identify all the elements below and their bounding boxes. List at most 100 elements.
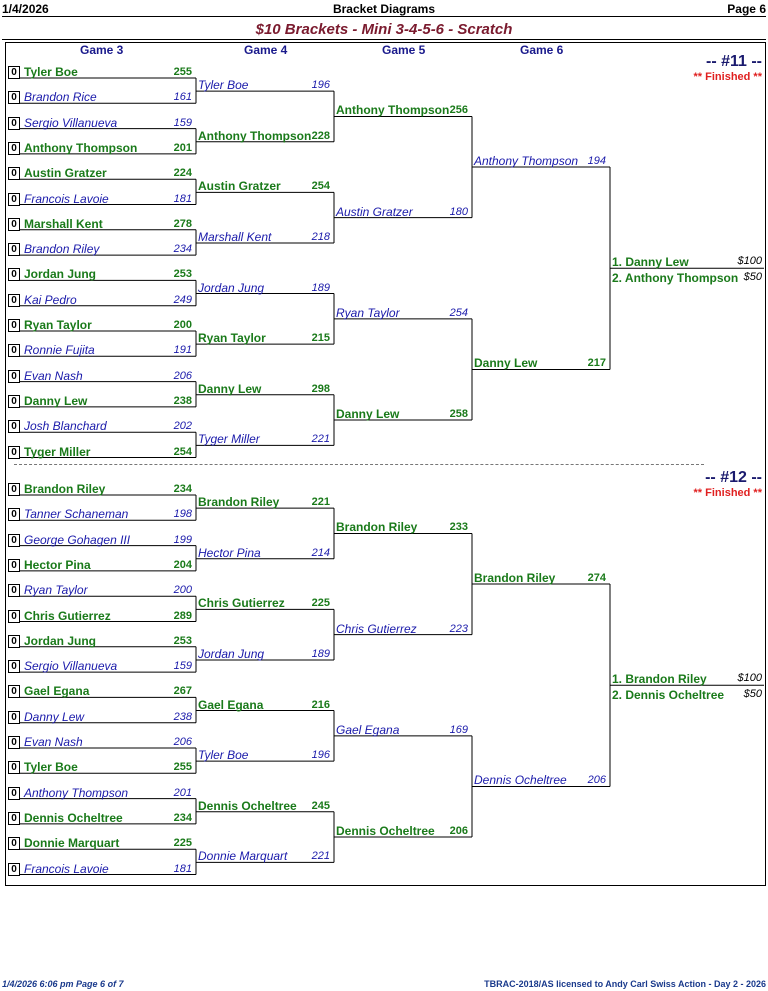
player-score: 206 (449, 825, 468, 838)
player-name: Donnie Marquart (198, 849, 288, 864)
player-score: 256 (449, 104, 468, 117)
seed-box: 0 (8, 736, 20, 749)
player-score: 249 (173, 293, 192, 306)
seed-box: 0 (8, 91, 20, 105)
player-score: 234 (173, 483, 192, 495)
prize-second-amount: $50 (743, 688, 762, 701)
player-name: Danny Lew (24, 393, 88, 408)
player-score: 274 (587, 572, 606, 585)
player-score: 254 (173, 445, 192, 458)
player-name: Brandon Riley (24, 482, 106, 496)
bracket-number: -- #12 -- (705, 469, 762, 486)
player-score: 159 (173, 116, 192, 129)
player-name: Chris Gutierrez (198, 596, 285, 611)
player-score: 216 (311, 698, 330, 711)
player-name: Danny Lew (198, 381, 262, 396)
player-score: 202 (173, 420, 192, 433)
seed-box: 0 (8, 508, 20, 522)
prize-second: 2. Dennis Ocheltree (612, 688, 725, 703)
player-score: 189 (311, 647, 330, 660)
player-score: 238 (173, 710, 192, 723)
player-score: 161 (173, 91, 192, 104)
player-name: Danny Lew (24, 709, 85, 724)
player-score: 289 (173, 609, 192, 622)
seed-box: 0 (8, 660, 20, 674)
player-name: Anthony Thompson (24, 140, 138, 155)
player-score: 254 (449, 306, 468, 319)
player-score: 189 (311, 281, 330, 294)
seed-box: 0 (8, 634, 20, 648)
prize-second-amount: $50 (743, 271, 762, 284)
player-name: Kai Pedro (24, 292, 77, 307)
prize-second: 2. Anthony Thompson (612, 271, 739, 286)
player-score: 254 (311, 180, 330, 193)
seed-box: 0 (8, 369, 20, 383)
player-score: 169 (449, 723, 468, 736)
player-score: 267 (173, 685, 192, 698)
seed-box: 0 (8, 243, 20, 257)
player-name: Brandon Rice (24, 90, 97, 105)
seed-box: 0 (8, 445, 20, 459)
player-name: Hector Pina (24, 557, 91, 572)
player-score: 201 (173, 786, 192, 799)
seed-box: 0 (8, 558, 20, 572)
column-header-game-5: Game 5 (382, 43, 426, 57)
player-score: 198 (173, 508, 192, 521)
header-title: Bracket Diagrams (332, 2, 436, 16)
seed-box: 0 (8, 268, 20, 282)
player-name: Brandon Riley (336, 520, 418, 535)
player-name: Austin Gratzer (24, 166, 107, 181)
seed-box: 0 (8, 483, 20, 496)
seed-box: 0 (8, 862, 20, 876)
seed-box: 0 (8, 141, 20, 155)
player-score: 181 (173, 862, 192, 875)
player-score: 194 (587, 155, 606, 168)
seed-box: 0 (8, 192, 20, 206)
seed-box: 0 (8, 761, 20, 775)
player-name: Ronnie Fujita (24, 343, 95, 358)
player-score: 238 (173, 394, 192, 407)
player-name: Gael Egana (198, 697, 264, 712)
player-score: 191 (173, 344, 192, 357)
player-score: 201 (173, 141, 192, 154)
prize-first: 1. Brandon Riley (612, 672, 707, 687)
player-score: 221 (311, 496, 330, 509)
header-rule (2, 16, 766, 17)
player-score: 204 (173, 558, 192, 571)
seed-box: 0 (8, 584, 20, 598)
title-rule (2, 39, 766, 40)
player-name: Marshall Kent (198, 229, 272, 244)
player-score: 258 (449, 408, 468, 421)
player-score: 245 (311, 799, 330, 812)
player-name: Tanner Schaneman (24, 507, 129, 522)
player-name: Sergio Villanueva (24, 659, 118, 674)
player-score: 215 (311, 332, 330, 345)
header-date: 1/4/2026 (2, 2, 49, 16)
player-name: Chris Gutierrez (24, 608, 111, 623)
player-name: Donnie Marquart (24, 836, 120, 851)
seed-box: 0 (8, 319, 20, 332)
seed-box: 0 (8, 609, 20, 623)
bracket-separator (14, 464, 704, 465)
player-name: Tyler Boe (24, 65, 78, 79)
player-name: Francois Lavoie (24, 191, 109, 206)
player-name: Anthony Thompson (24, 785, 129, 800)
player-score: 200 (173, 319, 192, 331)
footer-right: TBRAC-2018/AS licensed to Andy Carl Swis… (484, 979, 766, 989)
player-name: Danny Lew (336, 407, 400, 422)
seed-box: 0 (8, 533, 20, 547)
player-name: Anthony Thompson (198, 128, 312, 143)
player-name: Josh Blanchard (24, 419, 107, 434)
player-name: Jordan Jung (198, 646, 265, 661)
player-name: Chris Gutierrez (336, 621, 417, 636)
header-page-number: Page 6 (727, 2, 766, 16)
player-name: Sergio Villanueva (24, 115, 118, 130)
player-name: Tyger Miller (198, 432, 260, 447)
player-name: Dennis Ocheltree (474, 773, 567, 788)
player-score: 214 (311, 546, 330, 559)
player-score: 159 (173, 660, 192, 673)
player-score: 181 (173, 192, 192, 205)
player-score: 200 (173, 584, 192, 597)
seed-box: 0 (8, 685, 20, 699)
